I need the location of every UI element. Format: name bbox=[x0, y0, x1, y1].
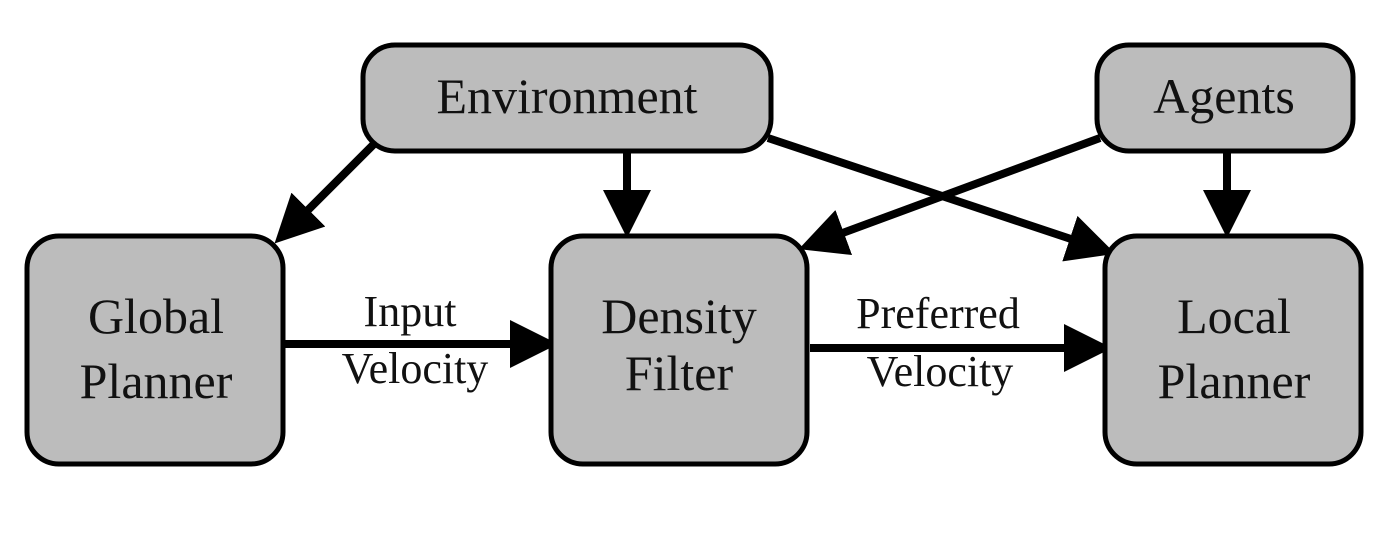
arrow-environment-to-global-planner bbox=[274, 137, 381, 244]
node-agents-label: Agents bbox=[1153, 68, 1295, 124]
node-local-planner: Local Planner bbox=[1102, 233, 1364, 467]
edge-label-preferred: Preferred bbox=[856, 289, 1020, 338]
node-local-planner-line1: Local bbox=[1177, 288, 1291, 344]
node-density-filter-line1: Density bbox=[601, 288, 757, 344]
edge-label-input: Input bbox=[364, 287, 457, 336]
node-density-filter-line2: Filter bbox=[625, 345, 734, 401]
arrow-agents-to-density-filter bbox=[798, 134, 1102, 256]
edge-label-preferred-velocity: Velocity bbox=[867, 347, 1014, 396]
edge-label-input-velocity: Velocity bbox=[342, 344, 489, 393]
node-local-planner-line2: Planner bbox=[1158, 353, 1311, 409]
node-global-planner-line2: Planner bbox=[80, 353, 233, 409]
node-global-planner: Global Planner bbox=[24, 233, 286, 467]
node-environment-label: Environment bbox=[436, 68, 697, 124]
node-environment: Environment bbox=[360, 42, 774, 154]
arrow-environment-to-local-planner bbox=[766, 134, 1116, 262]
node-global-planner-line1: Global bbox=[88, 288, 224, 344]
node-agents: Agents bbox=[1094, 42, 1356, 154]
node-density-filter: Density Filter bbox=[548, 233, 810, 467]
